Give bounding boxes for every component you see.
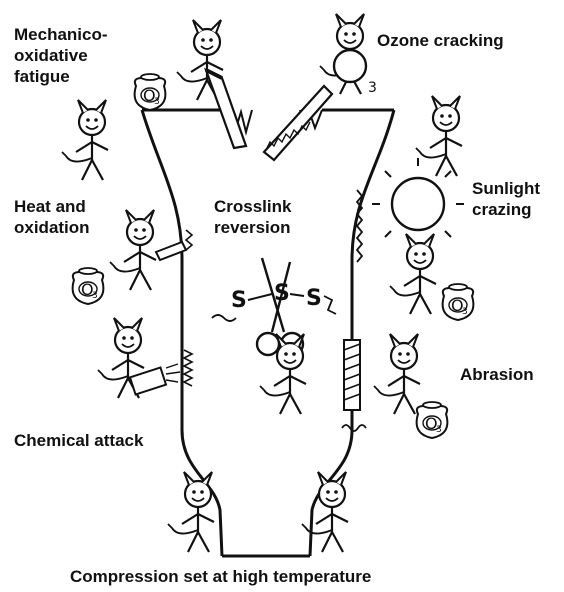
devil-figure-left-shoulder: [62, 100, 108, 180]
jar-subscript: 3: [92, 291, 98, 301]
ozone-jar-mechanico: O 3: [135, 74, 166, 110]
label-ozone-cracking: Ozone cracking: [377, 30, 504, 51]
label-line: reversion: [214, 217, 291, 238]
ozone-jar-abrasion: O 3: [417, 402, 448, 438]
jar-subscript: 3: [462, 307, 468, 317]
label-line: fatigue: [14, 66, 108, 87]
label-line: crazing: [472, 199, 540, 220]
bond-atom-1: S: [231, 288, 247, 313]
file-rasp: [342, 340, 366, 431]
label-line: Mechanico-: [14, 24, 108, 45]
label-crosslink-reversion: Crosslink reversion: [214, 196, 291, 238]
devil-figure-abrasion: [374, 334, 420, 414]
label-mechanico-oxidative-fatigue: Mechanico- oxidative fatigue: [14, 24, 108, 87]
jar-subscript: 3: [436, 425, 442, 435]
label-compression-set: Compression set at high temperature: [70, 566, 371, 587]
ozone-devil-mark: 3: [368, 80, 377, 96]
ozone-jar-sunlight: O 3: [443, 284, 474, 320]
ozone-jar-heat: O 3: [73, 268, 104, 304]
spray-can: [130, 364, 180, 395]
label-line: Heat and: [14, 196, 90, 217]
devil-figure-compression-left: [168, 472, 214, 552]
label-line: oxidation: [14, 217, 90, 238]
bond-atom-3: S: [306, 286, 322, 311]
devil-figure-sunlight: [390, 234, 436, 314]
saw: [264, 86, 332, 160]
devil-figure-right-shoulder: [416, 96, 462, 176]
label-line: Sunlight: [472, 178, 540, 199]
devil-figure-compression-right: [302, 472, 348, 552]
label-heat-and-oxidation: Heat and oxidation: [14, 196, 90, 238]
label-chemical-attack: Chemical attack: [14, 430, 143, 451]
jar-subscript: 3: [154, 97, 160, 107]
devil-figure-heat: [110, 210, 156, 290]
sun-icon: [372, 158, 464, 237]
devil-figure-ozone: [320, 14, 366, 94]
label-abrasion: Abrasion: [460, 364, 534, 385]
label-sunlight-crazing: Sunlight crazing: [472, 178, 540, 220]
label-line: Crosslink: [214, 196, 291, 217]
label-line: oxidative: [14, 45, 108, 66]
